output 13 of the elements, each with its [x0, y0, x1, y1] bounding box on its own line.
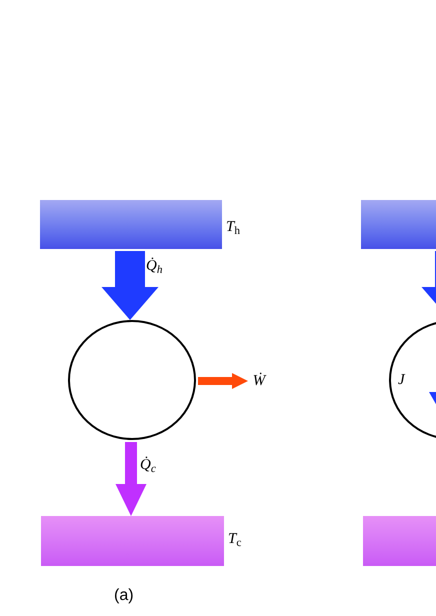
- arrow: [116, 442, 146, 516]
- symbol-label: J: [398, 372, 405, 388]
- temperature-label: T$_{c}$: [228, 530, 242, 549]
- edge-label: Q̇$_{c}$: [140, 456, 156, 475]
- engine-circle: [68, 320, 196, 440]
- temperature-label: T$_{h}$: [226, 218, 240, 237]
- edge-label: Q̇$_{h}$: [146, 257, 162, 276]
- reservoir-box: [41, 516, 224, 566]
- panel-label: (a): [114, 586, 134, 606]
- reservoir-box: [40, 200, 222, 249]
- arrow: [102, 251, 158, 320]
- arrow: [198, 373, 248, 389]
- symbol-label: Ẇ: [252, 374, 266, 388]
